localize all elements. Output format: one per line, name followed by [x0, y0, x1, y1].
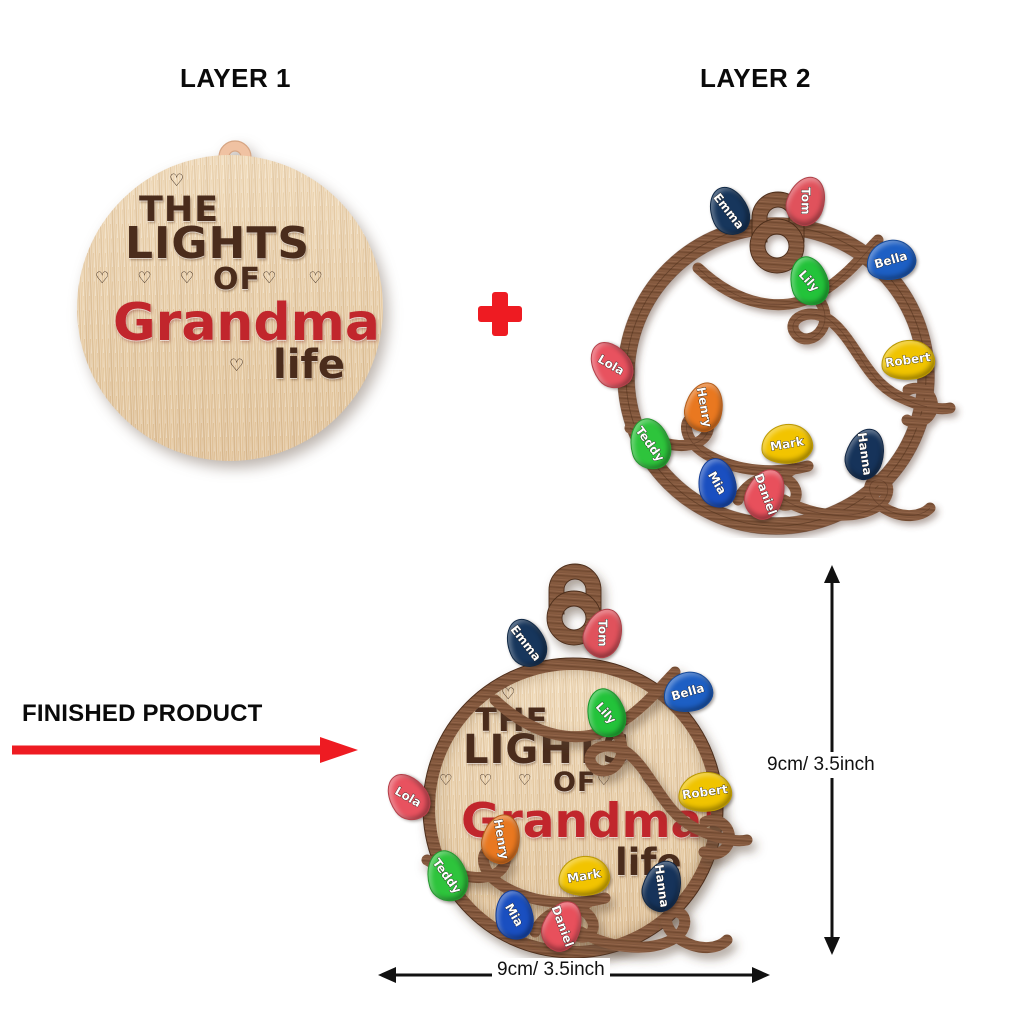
- bulb-label: Emma: [507, 622, 545, 664]
- bulb-label: Mia: [704, 469, 730, 498]
- heart-row-top: ♡: [169, 173, 184, 190]
- heart-icon: ♡: [597, 771, 611, 789]
- bulb-label: Robert: [681, 781, 729, 803]
- heart-row-left: ♡ ♡ ♡: [95, 270, 194, 286]
- heart-row-left: ♡ ♡ ♡: [439, 773, 531, 788]
- bulb-label: Lily: [795, 267, 823, 295]
- bulb-label: Henry: [490, 817, 512, 861]
- bulb-label: Bella: [872, 248, 910, 272]
- dimension-width-label: 9cm/ 3.5inch: [492, 958, 610, 982]
- bulb-label: Mark: [566, 866, 603, 886]
- dimension-height-label: 9cm/ 3.5inch: [764, 752, 878, 778]
- bulb-label: Lily: [592, 699, 620, 727]
- bulb-label: Bella: [669, 680, 707, 704]
- heart-icon: ♡: [439, 771, 453, 789]
- bulb-label: Daniel: [751, 471, 780, 517]
- bulb-label: Lola: [392, 783, 424, 811]
- bulb-label: Tom: [799, 187, 814, 215]
- engraved-line-life: life: [273, 342, 345, 388]
- finished-product-ornament: ♡ THE LIGHTS ♡ ♡ ♡ OF ♡ ♡ Grandma's ♡: [375, 560, 775, 970]
- layer-1-engraving: ♡ THE LIGHTS ♡ ♡ ♡ OF ♡ ♡ Grandma's ♡: [77, 155, 383, 461]
- plus-icon: [478, 292, 522, 336]
- layer-1-ornament: ♡ THE LIGHTS ♡ ♡ ♡ OF ♡ ♡ Grandma's ♡: [75, 135, 385, 525]
- bulb-label: Tom: [596, 619, 611, 647]
- bulb-label: Emma: [710, 190, 748, 232]
- bulb-label: Lola: [595, 351, 627, 379]
- heart-icon: ♡: [262, 268, 277, 287]
- engraved-line-lights: LIGHTS: [125, 218, 311, 269]
- heart-icon: ♡: [137, 268, 152, 287]
- layer-1-disc: ♡ THE LIGHTS ♡ ♡ ♡ OF ♡ ♡ Grandma's ♡: [77, 155, 383, 461]
- bulb-label: Hanna: [855, 431, 876, 477]
- heart-icon: ♡: [229, 356, 245, 376]
- heart-row-right: ♡ ♡: [597, 773, 654, 788]
- bulb-label: Teddy: [632, 423, 668, 465]
- bulb-label: Teddy: [429, 855, 465, 897]
- bulb-label: Mia: [501, 901, 527, 930]
- heart-icon: ♡: [517, 771, 532, 789]
- bulb-label: Daniel: [548, 903, 577, 949]
- heart-icon: ♡: [179, 268, 195, 287]
- heart-icon: ♡: [169, 171, 185, 191]
- engraved-line-of: OF: [553, 767, 597, 798]
- layer-1-title: LAYER 1: [180, 63, 291, 93]
- bulb-label: Hanna: [652, 863, 673, 909]
- heart-icon: ♡: [478, 771, 492, 789]
- layer-2-ornament: Emma Tom Lily Bella Robert Lola Henry Te…: [578, 128, 978, 538]
- heart-icon: ♡: [308, 268, 323, 287]
- arrow-right-icon: [12, 737, 358, 763]
- bulb-label: Henry: [693, 385, 715, 429]
- bulb-label: Robert: [884, 349, 932, 371]
- heart-row-right: ♡ ♡: [262, 270, 323, 286]
- layer-2-title: LAYER 2: [700, 63, 811, 93]
- bulb-label: Mark: [769, 434, 806, 454]
- heart-row-bottom: ♡: [229, 358, 244, 375]
- heart-icon: ♡: [501, 684, 516, 703]
- engraved-line-grandmas: Grandma's: [113, 293, 383, 353]
- finished-product-title: FINISHED PRODUCT: [22, 700, 263, 727]
- engraved-line-the: THE: [139, 190, 220, 230]
- engraved-line-of: OF: [213, 262, 261, 297]
- heart-icon: ♡: [95, 268, 110, 287]
- heart-row-top: ♡: [501, 686, 515, 702]
- heart-icon: ♡: [640, 771, 654, 789]
